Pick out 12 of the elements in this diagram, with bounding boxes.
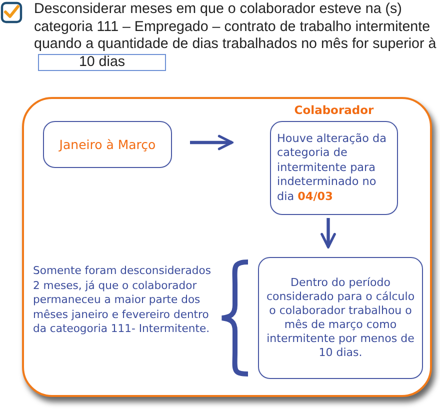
process-box (258, 257, 423, 379)
box-text: Houve alteração da categoria de intermitente para indeterminado no dia 04/03 (276, 132, 388, 204)
arrow (190, 134, 234, 150)
input-field: 10 dias (38, 54, 166, 70)
arrow (320, 218, 336, 248)
box-text: Janeiro à Março (58, 138, 157, 152)
note-text: Somente foram desconsiderados 2 meses, já que o colaborador permaneceu a maior parte dos mêses janeiro e fevereiro dentro da cateogoria 111- Intermitente. (33, 264, 212, 336)
panel (22, 97, 432, 397)
box-text: Dentro do período considerado para o cálculo o colaborador trabalhou o mês de março como intermitente por menos de 10 dias. (265, 276, 416, 360)
rule-text: Desconsiderar meses em que o colaborador esteve na (s) categoria 111 – Empregado – contrato de trabalho intermitente quando a quantidade de dias trabalhados no mês for superior à (34, 1, 436, 52)
process-box (43, 121, 172, 168)
box-heading: Colaborador (293, 103, 375, 117)
